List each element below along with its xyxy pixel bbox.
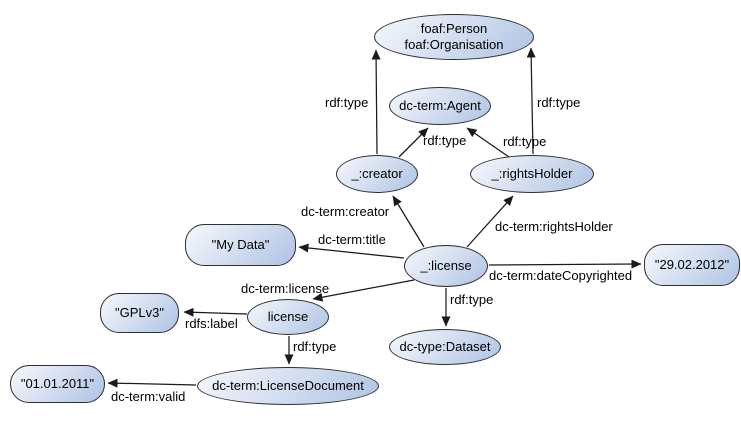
node-dc-term-license-document: dc-term:LicenseDocument [197,367,379,405]
node-label-line: "GPLv3" [115,305,164,321]
node-gplv3-literal: "GPLv3" [100,293,179,333]
edge-rightsholder-rdf-type-agent [466,127,510,158]
node-my-data-literal: "My Data" [185,224,296,266]
node-creator-bnode: _:creator [336,155,418,193]
edge-license-dc-term-creator [392,195,425,248]
edge-license-dc-term-title [298,243,405,259]
node-label-line: "29.02.2012" [654,257,730,273]
node-label-line: dc-term:LicenseDocument [212,378,364,394]
edge-label-license-dc-term-rightsholder: dc-term:rightsHolder [495,219,613,234]
edge-rightsholder-rdf-type-foaf [526,47,536,155]
edge-creator-rdf-type-agent [398,127,429,158]
edge-label-license-dc-term-license: dc-term:license [241,281,330,296]
edge-license-dc-term-datecopyrighted [488,259,642,269]
edge-label-creator-rdf-type-agent: rdf:type [423,133,467,148]
edge-label-rightsholder-rdf-type-agent: rdf:type [503,134,547,149]
edge-label-license-rdf-type-licensedoc: rdf:type [293,339,337,354]
edge-licensedoc-dc-term-valid [107,378,197,388]
node-label-line: _:license [420,258,472,274]
node-license: license [247,299,329,335]
edge-label-license-dc-term-datecopyrighted: dc-term:dateCopyrighted [489,268,633,283]
node-label-line: "01.01.2011" [20,376,95,392]
edge-license-dc-term-rightsholder [466,195,514,248]
node-label-line: dc-term:Agent [399,98,481,114]
node-label-line: dc-type:Dataset [399,339,491,355]
node-label-line: license [267,309,309,325]
node-date-copyrighted-literal: "29.02.2012" [644,244,740,286]
node-dc-type-dataset: dc-type:Dataset [389,329,501,365]
edge-label-license-dc-term-title: dc-term:title [318,232,386,247]
node-label-line: _:creator [351,166,403,182]
edge-label-creator-rdf-type-foaf: rdf:type [325,95,369,110]
node-label-line: _:rightsHolder [491,166,573,182]
edge-label-license-rdf-type-dataset: rdf:type [450,292,494,307]
edge-label-rightsholder-rdf-type-foaf: rdf:type [537,95,581,110]
edge-label-license-dc-term-creator: dc-term:creator [301,204,390,219]
node-license-bnode: _:license [404,245,488,287]
edge-license-rdfs-label [183,307,248,317]
edge-label-license-rdfs-label: rdfs:label [185,316,238,331]
edge-creator-rdf-type-foaf [371,49,381,155]
edge-label-licensedoc-dc-term-valid: dc-term:valid [111,389,186,404]
node-label-line: "My Data" [211,237,270,253]
node-label-line: foaf:Organisation [404,37,504,52]
edge-license-dc-term-license [312,279,415,302]
node-label-line: foaf:Person [420,21,488,37]
node-valid-date-literal: "01.01.2011" [10,365,105,403]
node-dc-term-agent: dc-term:Agent [389,87,491,125]
edges-group [107,47,642,388]
node-rights-holder-bnode: _:rightsHolder [470,155,594,193]
